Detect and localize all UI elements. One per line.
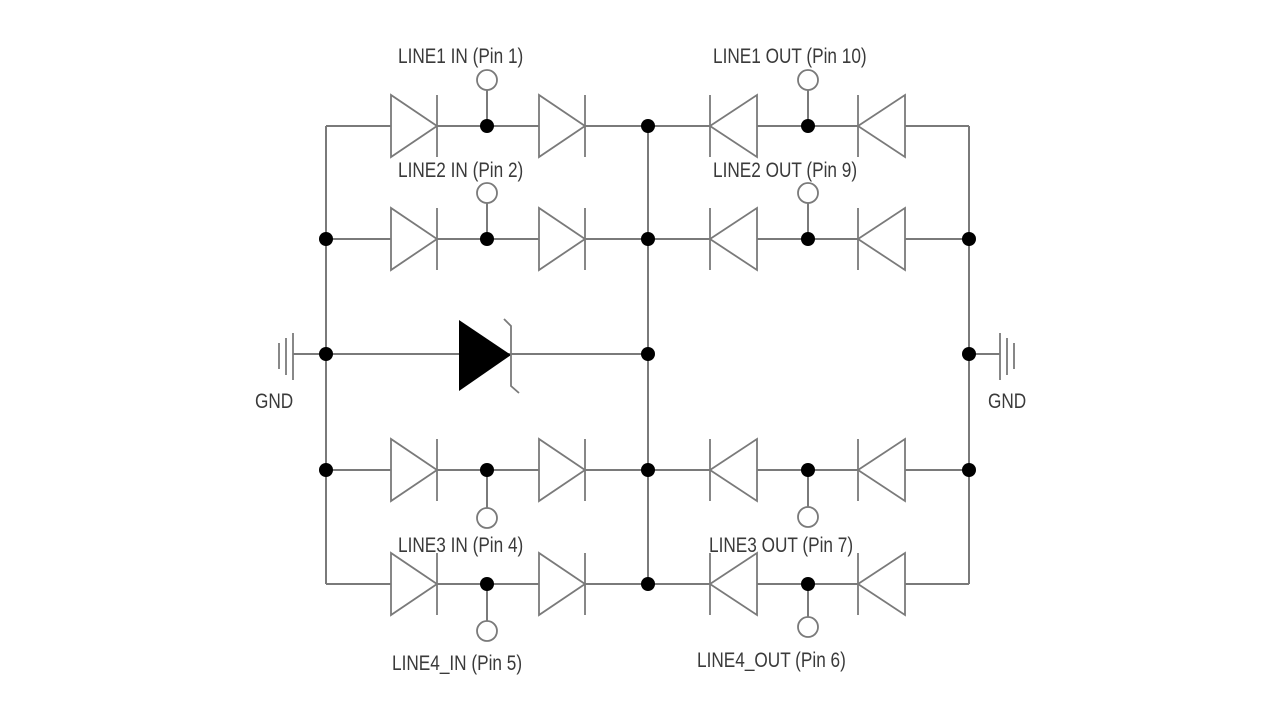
diode-icon — [708, 93, 758, 159]
pin-5-terminal — [476, 620, 498, 642]
ground-left-icon — [278, 333, 294, 380]
pin-6-label: LINE4_OUT (Pin 6) — [697, 650, 846, 673]
diode-icon — [390, 437, 439, 503]
pin-6-terminal — [797, 616, 819, 638]
gnd-left-label: GND — [255, 391, 293, 414]
pin-10-label: LINE1 OUT (Pin 10) — [713, 46, 867, 69]
diode-icon — [390, 206, 439, 272]
pin-2-label: LINE2 IN (Pin 2) — [398, 160, 523, 183]
junctions — [319, 119, 976, 591]
pin-5-label: LINE4_IN (Pin 5) — [392, 653, 522, 676]
diode-icon — [708, 551, 758, 617]
right-diodes — [708, 93, 906, 617]
diode-icon — [708, 437, 758, 503]
gnd-right-label: GND — [988, 391, 1026, 414]
pin-9-label: LINE2 OUT (Pin 9) — [713, 160, 857, 183]
diode-icon — [390, 93, 439, 159]
pin-4-terminal — [476, 507, 498, 529]
left-diodes — [390, 93, 587, 617]
diode-icon — [708, 206, 758, 272]
diode-icon — [856, 93, 906, 159]
pin-4-label: LINE3 IN (Pin 4) — [398, 535, 523, 558]
pin-1-label: LINE1 IN (Pin 1) — [398, 46, 523, 69]
pin-7-terminal — [797, 506, 819, 528]
pin-7-label: LINE3 OUT (Pin 7) — [709, 535, 853, 558]
diode-icon — [538, 206, 587, 272]
diode-icon — [856, 551, 906, 617]
pin-9-terminal — [797, 182, 819, 204]
ground-right-icon — [999, 333, 1015, 380]
pin-10-terminal — [797, 69, 819, 91]
diode-icon — [856, 437, 906, 503]
diode-icon — [538, 93, 587, 159]
zener-diode-icon — [326, 318, 648, 394]
diode-icon — [538, 437, 587, 503]
diode-icon — [856, 206, 906, 272]
pin-1-terminal — [476, 69, 498, 91]
diode-icon — [538, 551, 587, 617]
diode-icon — [390, 551, 439, 617]
pin-2-terminal — [476, 182, 498, 204]
